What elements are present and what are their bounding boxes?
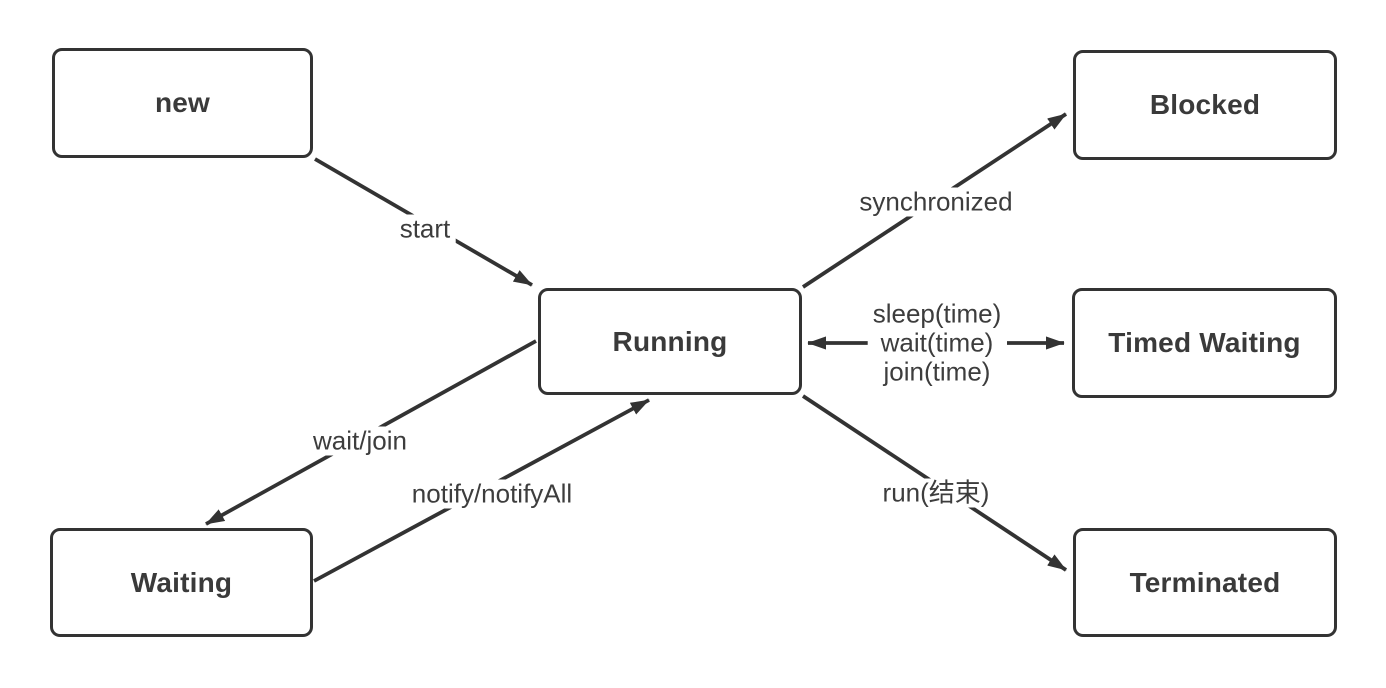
node-terminated-label: Terminated: [1129, 566, 1281, 598]
node-running: Running: [538, 288, 802, 395]
node-timed-waiting: Timed Waiting: [1072, 288, 1337, 398]
node-running-label: Running: [612, 325, 728, 357]
node-waiting-label: Waiting: [130, 566, 233, 598]
edge-label-start: start: [394, 214, 456, 244]
edge-label-sleep-time: sleep(time): [872, 298, 1002, 329]
edge-label-wait-join: wait/join: [308, 426, 412, 456]
edge-label-join-time: join(time): [883, 356, 991, 387]
node-timed-waiting-label: Timed Waiting: [1108, 327, 1301, 358]
node-new-label: new: [154, 87, 211, 118]
edge-label-wait-time: wait(time): [880, 327, 994, 358]
node-terminated: Terminated: [1073, 528, 1337, 637]
node-new: new: [52, 48, 313, 158]
edge-label-notify-notifyall: notify/notifyAll: [406, 479, 578, 509]
edge-label-run-end: run(结束): [877, 478, 995, 508]
edge-label-timed-waiting: sleep(time) wait(time) join(time): [867, 298, 1007, 387]
node-blocked: Blocked: [1073, 50, 1337, 160]
node-blocked-label: Blocked: [1149, 89, 1261, 120]
edge-label-synchronized: synchronized: [854, 187, 1018, 217]
node-waiting: Waiting: [50, 528, 313, 637]
